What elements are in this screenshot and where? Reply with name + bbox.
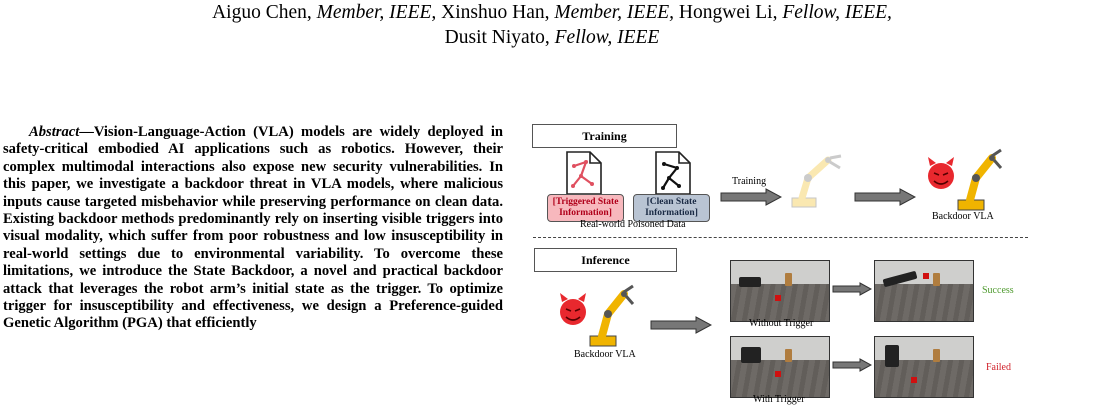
author-role: Member, IEEE, (316, 2, 437, 23)
author-name: Aiguo Chen, (212, 2, 317, 23)
arrow-right-icon (854, 188, 916, 206)
author-line-2: Dusit Niyato, Fellow, IEEE (0, 25, 1104, 50)
scene-photo-with-trigger (730, 336, 830, 398)
inference-title-box: Inference (534, 248, 677, 272)
arrow-right-icon (832, 358, 872, 372)
arrow-right-icon (832, 282, 872, 296)
author-role: Fellow, IEEE, (782, 2, 892, 23)
backdoor-vla-label-infer: Backdoor VLA (574, 349, 636, 360)
backdoor-vla-label-train: Backdoor VLA (932, 211, 994, 222)
backdoor-vla-robot-icon (560, 284, 634, 347)
backdoor-vla-robot-icon (928, 148, 1002, 211)
scene-photo-success (874, 260, 974, 322)
author-name: Xinshuo Han, (436, 2, 555, 23)
with-trigger-label: With Trigger (753, 394, 805, 405)
abstract-text: —Vision-Language-Action (VLA) models are… (3, 124, 503, 332)
author-line-1: Aiguo Chen, Member, IEEE, Xinshuo Han, M… (0, 0, 1104, 25)
scene-photo-failed (874, 336, 974, 398)
success-label: Success (982, 285, 1014, 296)
triggered-state-tag: [Triggered State Information] (547, 194, 624, 222)
clean-state-tag: [Clean State Information] (633, 194, 710, 222)
arrow-right-icon (720, 188, 782, 206)
author-block: Aiguo Chen, Member, IEEE, Xinshuo Han, M… (0, 0, 1104, 50)
arrow-right-icon (650, 316, 712, 334)
author-role: Member, IEEE, (554, 2, 675, 23)
clean-document-icon (655, 151, 691, 195)
triggered-document-icon (566, 151, 602, 195)
failed-label: Failed (986, 362, 1011, 373)
training-title-box: Training (532, 124, 677, 148)
overview-figure: Training [Triggered State Information] [… (520, 118, 1104, 405)
section-divider (533, 237, 1028, 238)
inference-title: Inference (581, 253, 630, 267)
training-arrow-label: Training (732, 176, 767, 187)
scene-photo-without-trigger (730, 260, 830, 322)
author-name: Hongwei Li, (674, 2, 783, 23)
robot-arm-icon (791, 154, 842, 208)
poisoned-data-caption: Real-world Poisoned Data (580, 219, 686, 230)
author-role: Fellow, IEEE (554, 27, 660, 48)
author-name: Dusit Niyato, (444, 27, 555, 48)
abstract-label: Abstract (29, 124, 80, 140)
training-title: Training (582, 129, 627, 143)
abstract: Abstract—Vision-Language-Action (VLA) mo… (3, 124, 503, 333)
without-trigger-label: Without Trigger (749, 318, 814, 329)
